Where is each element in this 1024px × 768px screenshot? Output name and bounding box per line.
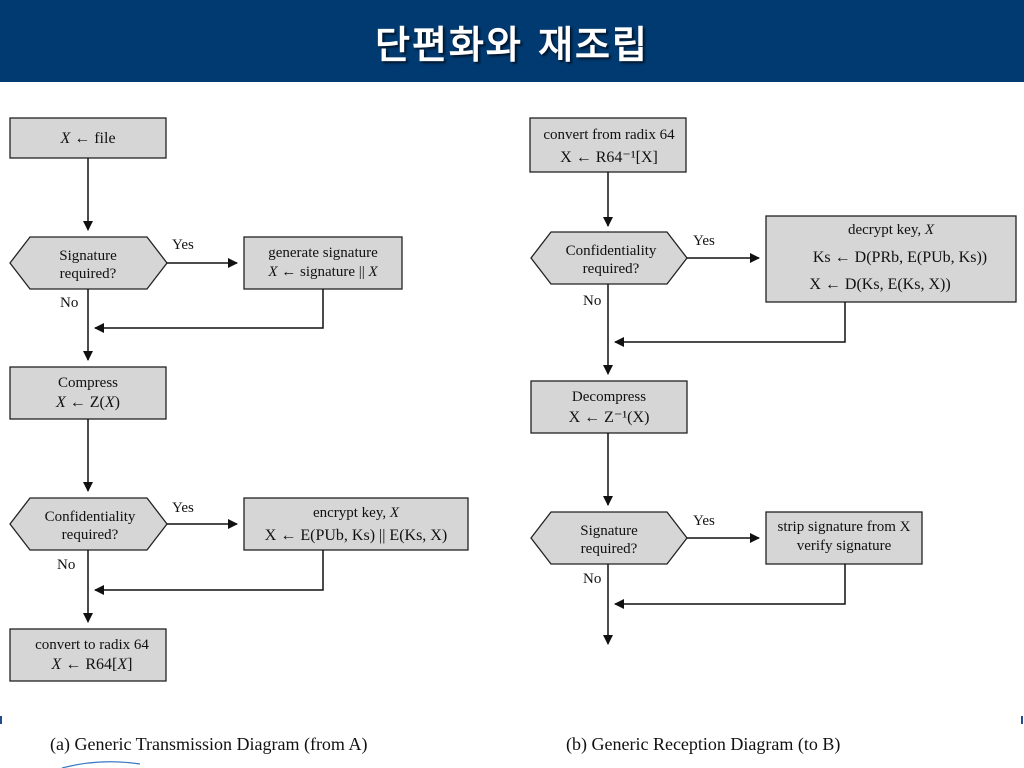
reception-confidentiality-line1: Confidentiality — [566, 243, 657, 259]
radix-line1: convert to radix 64 — [35, 637, 149, 653]
reception-signature-no: No — [583, 571, 601, 587]
reception-diagram: convert from radix 64 X ← R64⁻¹[X] Confi… — [529, 117, 1017, 755]
radix-decode-box — [529, 117, 687, 173]
transmission-caption: (a) Generic Transmission Diagram (from A… — [50, 734, 367, 755]
decorative-swoosh — [61, 761, 141, 768]
file-box-label: X ← file — [59, 130, 115, 147]
encrypt-line1: encrypt key, X — [313, 505, 400, 521]
signature-decision-line2: required? — [60, 266, 117, 282]
reception-confidentiality-line2: required? — [583, 261, 640, 277]
confidentiality-decision-line2: required? — [62, 527, 119, 543]
arrow-generate-return — [94, 289, 324, 333]
slide-title: 단편화와 재조립 — [375, 23, 649, 67]
radix-box — [9, 628, 167, 682]
decrypt-line1: decrypt key, X — [848, 222, 935, 238]
generate-signature-box — [243, 236, 403, 290]
title-bar: 단편화와 재조립 — [0, 0, 1024, 82]
reception-signature-line2: required? — [581, 541, 638, 557]
transmission-diagram: X ← file Signature required? Yes No gene… — [9, 117, 469, 755]
generate-signature-line2: X ← signature || X — [267, 264, 378, 280]
compress-line2: X ← Z(X) — [55, 394, 120, 411]
decompress-line2: X ← Z⁻¹(X) — [569, 409, 650, 426]
reception-signature-line1: Signature — [580, 523, 638, 539]
encrypt-line2: X ← E(PUb, Ks) || E(Ks, X) — [265, 527, 447, 544]
reception-confidentiality-yes: Yes — [693, 233, 715, 249]
generate-signature-line1: generate signature — [268, 245, 378, 261]
compress-line1: Compress — [58, 375, 118, 391]
decrypt-line2: Ks ← D(PRb, E(PUb, Ks)) — [813, 249, 987, 266]
decrypt-box — [765, 215, 1017, 303]
decrypt-line3: X ← D(Ks, E(Ks, X)) — [809, 276, 950, 293]
confidentiality-no-label: No — [57, 557, 75, 573]
strip-line1: strip signature from X — [778, 519, 911, 535]
decompress-box — [530, 380, 688, 434]
confidentiality-yes-label: Yes — [172, 500, 194, 516]
arrow-strip-return — [614, 564, 846, 609]
radix-line2: X ← R64[X] — [51, 656, 133, 673]
arrow-decrypt-return — [614, 302, 846, 347]
signature-no-label: No — [60, 295, 78, 311]
strip-line2: verify signature — [797, 538, 892, 554]
strip-signature-box — [765, 511, 923, 565]
decompress-line1: Decompress — [572, 389, 646, 405]
reception-caption: (b) Generic Reception Diagram (to B) — [566, 734, 840, 755]
radix-decode-line1: convert from radix 64 — [543, 127, 675, 143]
confidentiality-decision-line1: Confidentiality — [45, 509, 136, 525]
signature-yes-label: Yes — [172, 237, 194, 253]
reception-signature-yes: Yes — [693, 513, 715, 529]
encrypt-box — [243, 497, 469, 551]
radix-decode-line2: X ← R64⁻¹[X] — [560, 149, 658, 166]
reception-confidentiality-no: No — [583, 293, 601, 309]
arrow-encrypt-return — [94, 550, 324, 595]
signature-decision-line1: Signature — [59, 248, 117, 264]
